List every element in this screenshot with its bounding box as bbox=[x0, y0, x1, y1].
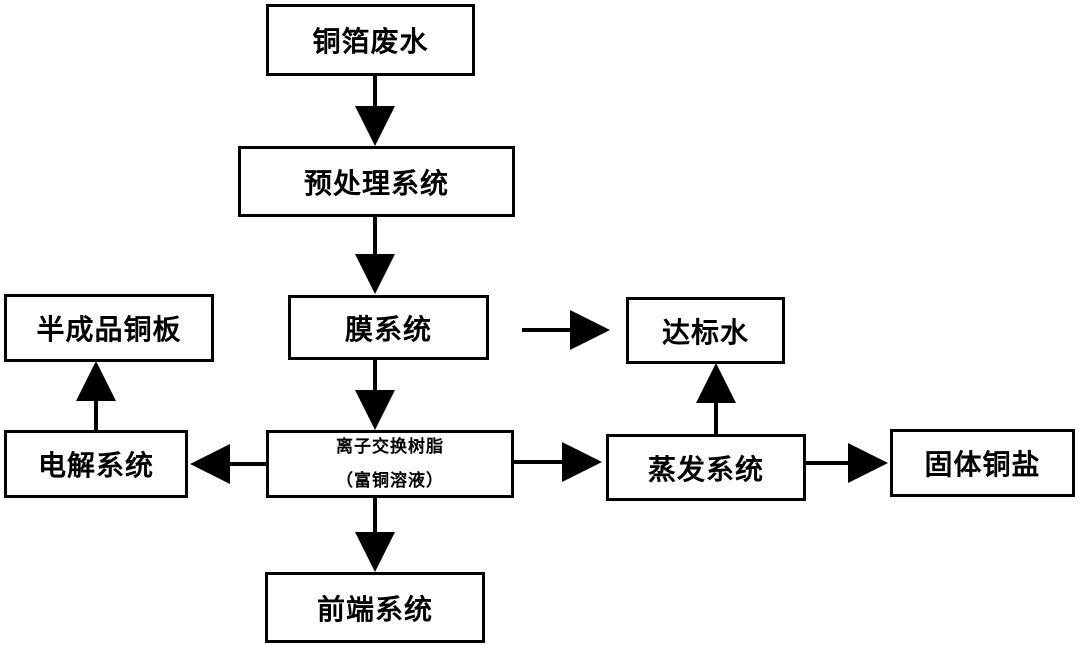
node-membrane-system: 膜系统 bbox=[288, 295, 489, 360]
node-compliant-water: 达标水 bbox=[626, 297, 785, 364]
node-semi-finished-copper-plate: 半成品铜板 bbox=[4, 294, 214, 362]
node-label: 半成品铜板 bbox=[36, 313, 182, 346]
node-label-line2: （富铜溶液） bbox=[336, 471, 444, 491]
node-pretreatment-system: 预处理系统 bbox=[238, 146, 515, 217]
node-label: 固体铜盐 bbox=[924, 448, 1041, 481]
node-label: 蒸发系统 bbox=[647, 452, 764, 486]
node-label-line1: 离子交换树脂 bbox=[336, 437, 444, 457]
node-evaporation-system: 蒸发系统 bbox=[606, 434, 806, 501]
node-solid-copper-salt: 固体铜盐 bbox=[890, 429, 1075, 497]
node-label: 膜系统 bbox=[344, 312, 432, 346]
node-front-end-system: 前端系统 bbox=[265, 572, 485, 643]
node-copper-foil-wastewater: 铜箔废水 bbox=[266, 4, 475, 76]
node-label: 达标水 bbox=[661, 315, 749, 349]
node-label: 铜箔废水 bbox=[312, 25, 429, 58]
node-label: 电解系统 bbox=[37, 449, 154, 482]
node-electrolysis-system: 电解系统 bbox=[4, 430, 188, 498]
node-label: 前端系统 bbox=[316, 592, 433, 626]
node-label: 预处理系统 bbox=[303, 166, 449, 200]
node-ion-exchange-resin: 离子交换树脂 （富铜溶液） bbox=[266, 430, 514, 498]
